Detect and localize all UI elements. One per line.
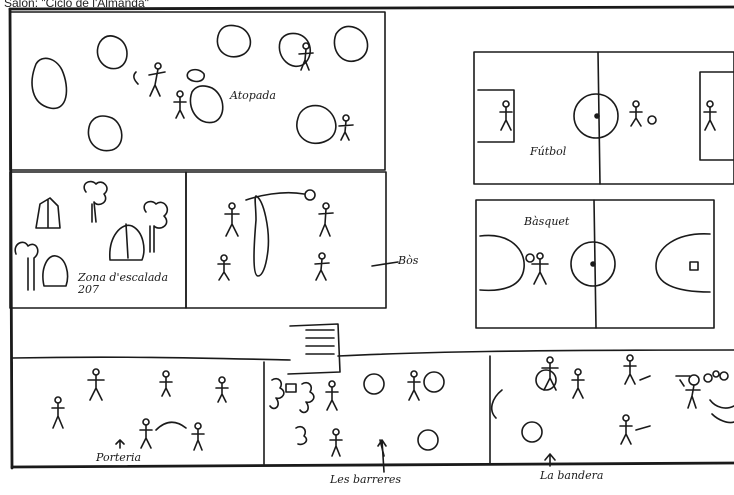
bottom-right-zone [492, 355, 734, 444]
label-bottom-left: Porteria [96, 452, 141, 464]
bottom-middle-zone [270, 356, 490, 464]
bottom-left-zone [12, 362, 264, 464]
label-playground: Atopada [230, 90, 276, 102]
playground-zone [10, 12, 385, 170]
basketball-court [476, 200, 714, 328]
label-bottom-right: La bandera [540, 470, 603, 482]
label-basketball: Bàsquet [524, 216, 569, 228]
football-field [474, 52, 734, 184]
outer-frame [10, 7, 734, 468]
label-beam: Bòs [398, 255, 418, 267]
label-bottom-middle: Les barreres [330, 474, 401, 486]
label-climbing: Zona d'escalada 207 [78, 272, 182, 295]
beam-zone [186, 172, 398, 308]
label-football: Fútbol [530, 146, 566, 158]
